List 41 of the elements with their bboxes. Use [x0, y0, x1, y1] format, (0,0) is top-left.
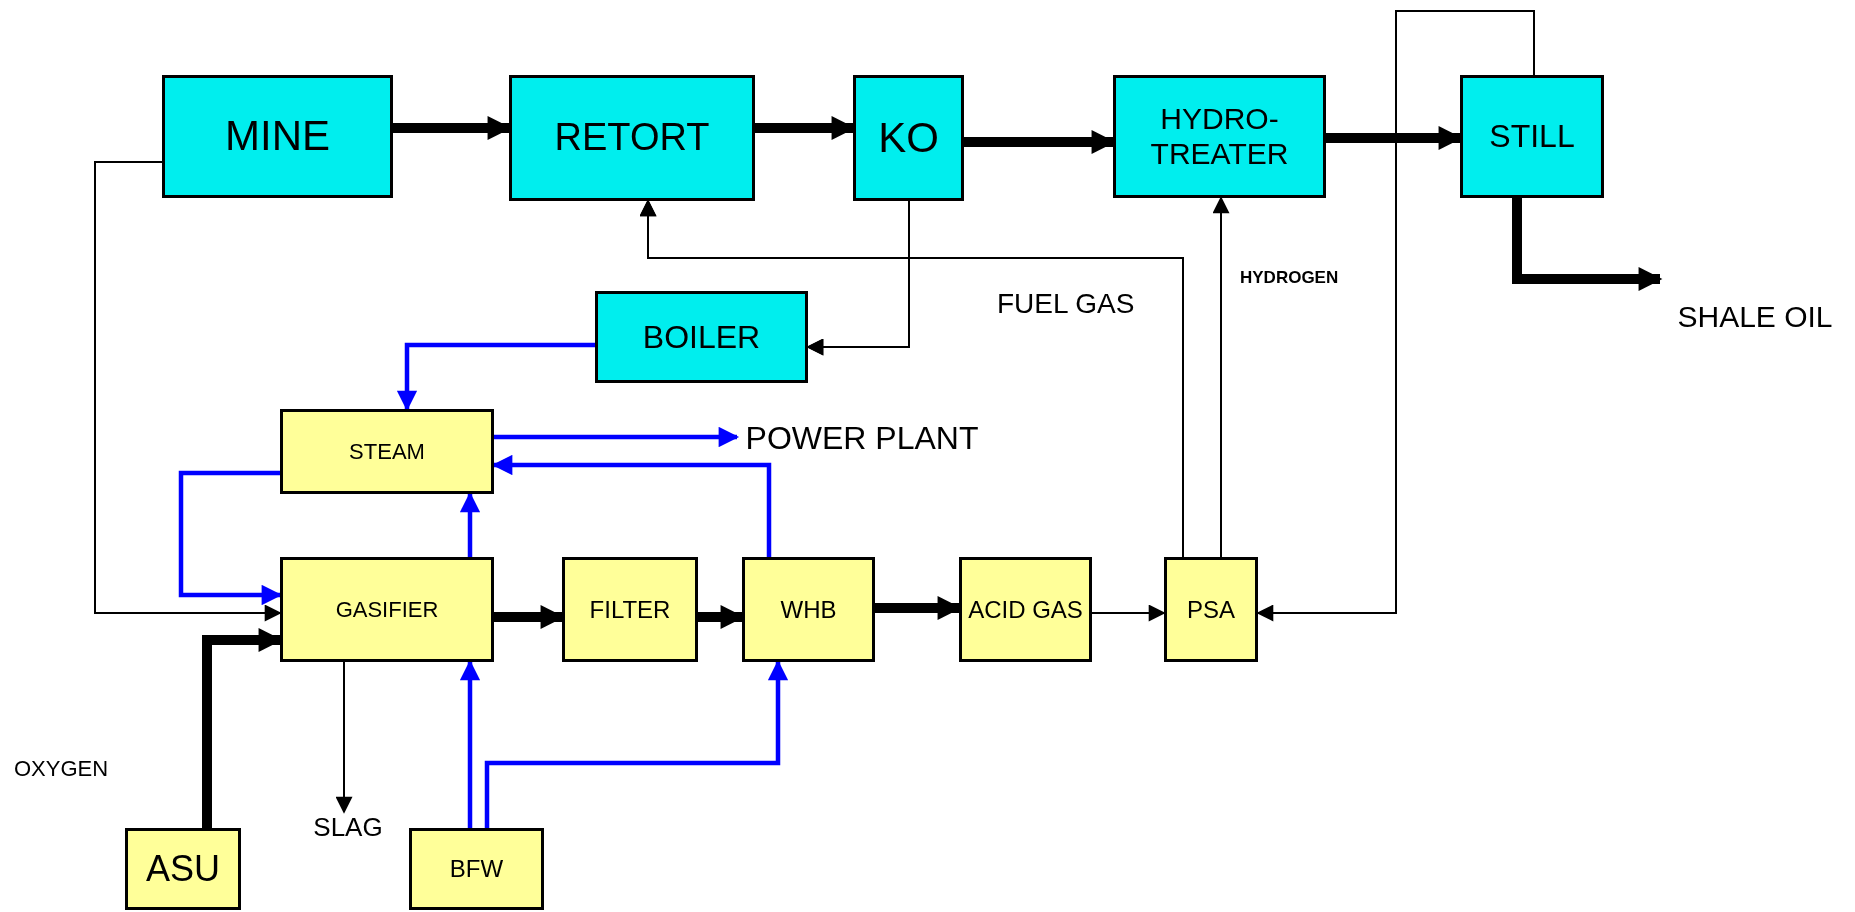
- stream-label: SLAG: [308, 812, 388, 844]
- process-box: [562, 557, 698, 662]
- stream-label: HYDROGEN: [1240, 268, 1339, 288]
- stream-label: POWER PLANT: [737, 418, 987, 458]
- unit-name: GASIFIER: [335, 596, 439, 623]
- process-box: [280, 409, 494, 494]
- process-box: [959, 557, 1092, 662]
- unit-name: BOILER: [642, 318, 761, 356]
- flow-arrow: [1091, 604, 1166, 622]
- unit-name: BFW: [449, 855, 504, 883]
- unit-name: WHB: [780, 595, 837, 624]
- process-box: [125, 828, 241, 910]
- flow-arrow: [1212, 196, 1230, 558]
- process-box: [595, 291, 808, 383]
- process-box: [280, 557, 494, 662]
- process-box: [409, 828, 544, 910]
- process-box: [1164, 557, 1258, 662]
- process-box: [742, 557, 875, 662]
- process-box: [1113, 75, 1326, 198]
- unit-name: PSA: [1187, 595, 1235, 624]
- process-box: [509, 75, 755, 201]
- unit-name: MINE: [225, 112, 330, 161]
- unit-name: HYDRO- TREATER: [1149, 102, 1290, 171]
- process-box: [1460, 75, 1604, 198]
- unit-name: FILTER: [589, 595, 671, 624]
- unit-name: KO: [878, 113, 939, 163]
- stream-label: FUEL GAS: [997, 288, 1135, 320]
- unit-name: RETORT: [554, 116, 710, 160]
- unit-name: STEAM: [349, 438, 425, 465]
- stream-label: SHALE OIL: [1660, 298, 1850, 336]
- unit-name: ACID GAS: [968, 595, 1083, 624]
- flow-arrow: [94, 161, 282, 622]
- process-box: [162, 75, 393, 198]
- flow-arrow: [335, 661, 353, 814]
- unit-name: STILL: [1489, 118, 1575, 155]
- unit-name: ASU: [146, 848, 220, 890]
- flow-arrow: [494, 426, 740, 448]
- flow-arrow: [1256, 10, 1535, 622]
- stream-label: OXYGEN: [14, 756, 109, 782]
- flow-arrow: [1512, 198, 1663, 291]
- process-box: [853, 75, 964, 201]
